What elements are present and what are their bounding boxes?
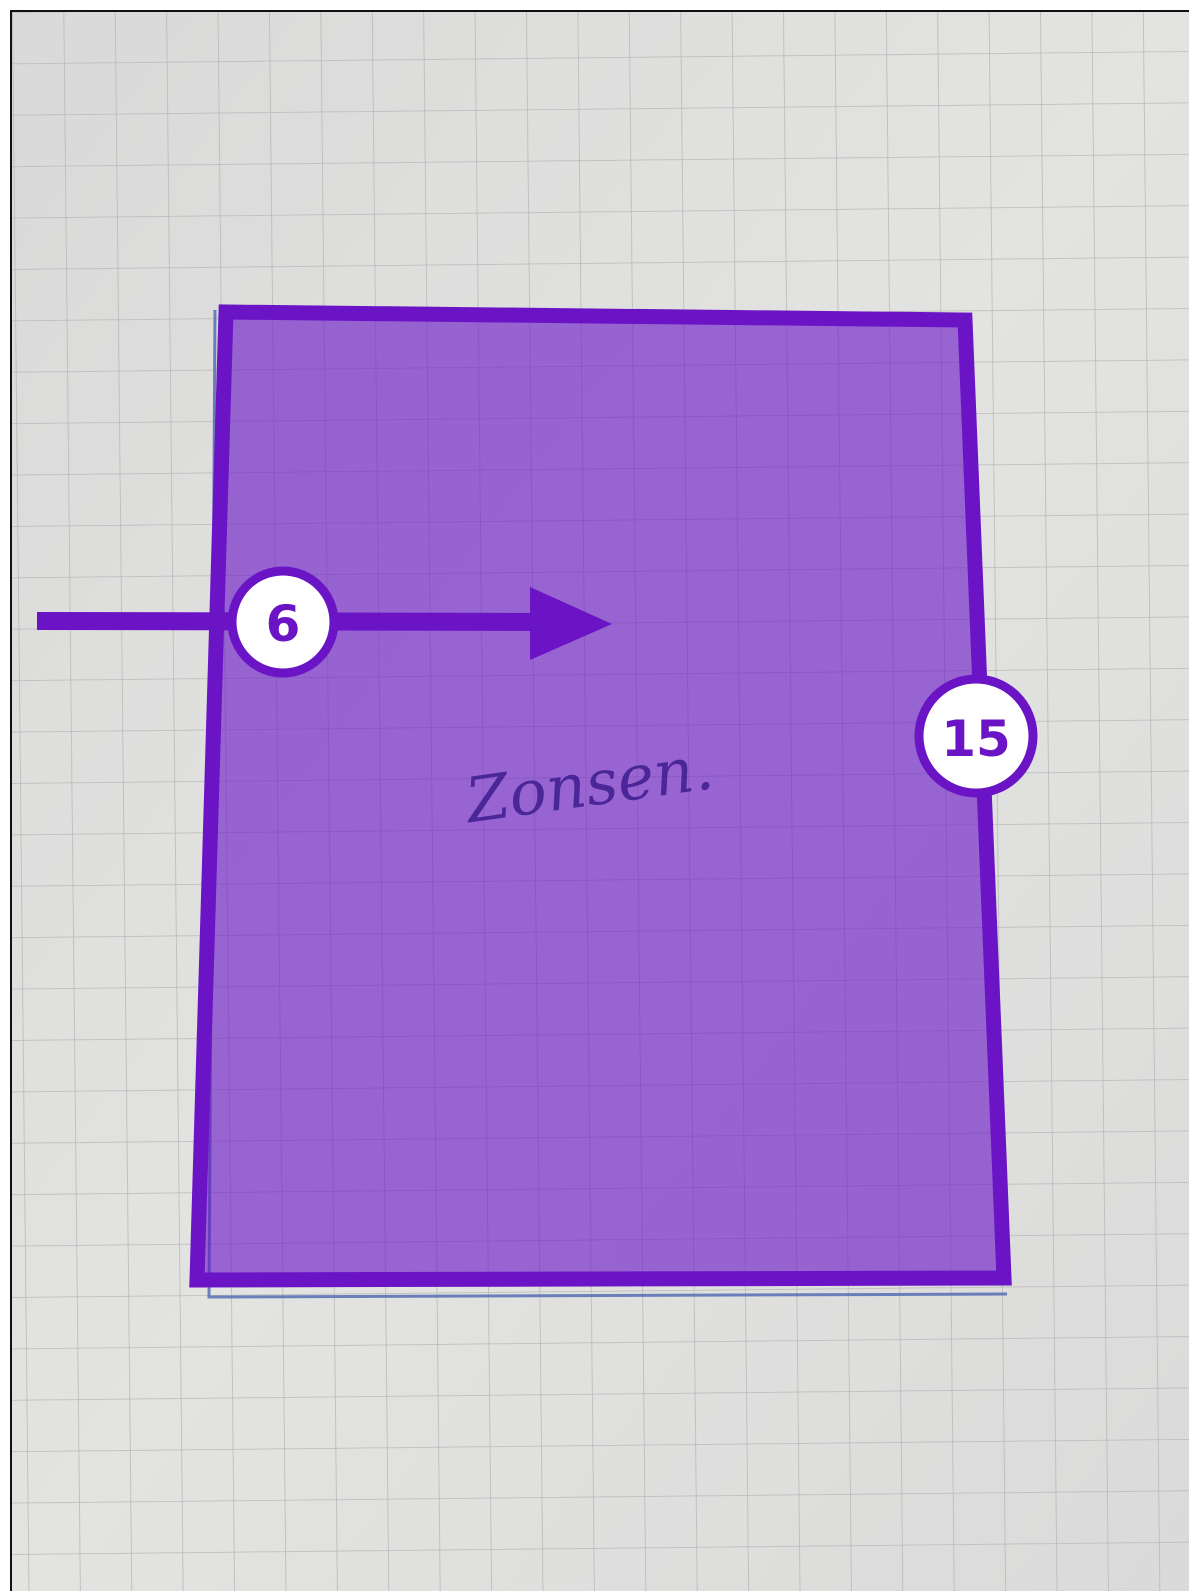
- badge-15: 15: [914, 674, 1038, 798]
- highlight-region: [197, 312, 1004, 1280]
- badge-6-label: 6: [266, 595, 301, 653]
- badge-15-label: 15: [941, 710, 1011, 768]
- photo-frame: Zonsen. 6 15: [10, 10, 1189, 1591]
- annotated-photo: Zonsen. 6 15: [12, 12, 1189, 1591]
- badge-6: 6: [227, 566, 339, 678]
- highlight-region-outline: [189, 304, 1012, 1288]
